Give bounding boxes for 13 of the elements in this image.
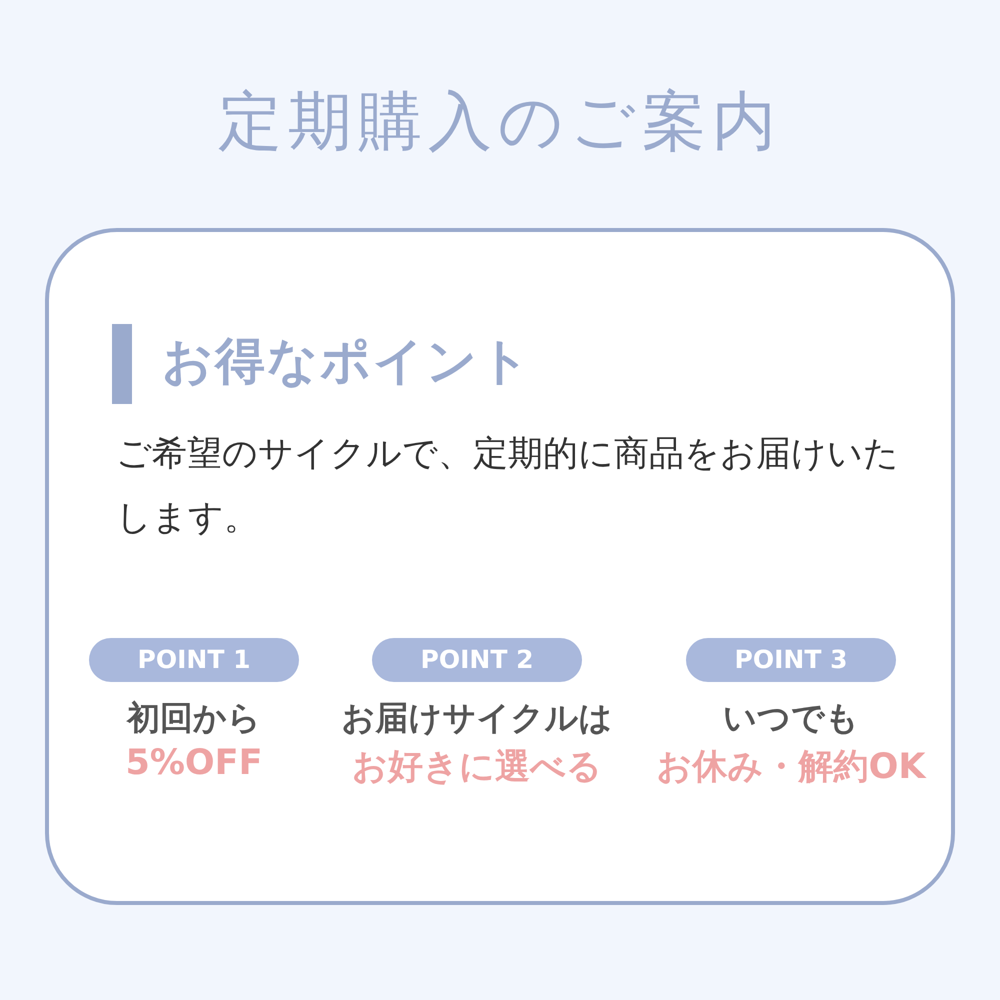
point-badge: POINT 1 bbox=[89, 638, 299, 682]
point-caption: お届けサイクルは bbox=[340, 697, 614, 739]
point-highlight: お休み・解約OK bbox=[656, 746, 928, 789]
point-caption: いつでも bbox=[722, 697, 860, 739]
page-title: 定期購入のご案内 bbox=[217, 84, 783, 161]
point-caption: 初回から bbox=[125, 697, 262, 739]
section-heading: お得なポイント bbox=[162, 331, 532, 392]
point-highlight: 5%OFF bbox=[124, 743, 264, 783]
card-panel bbox=[45, 228, 955, 905]
point-highlight: お好きに選べる bbox=[351, 746, 603, 789]
description-text: ご希望のサイクルで、定期的に商品をお届けいたします。 bbox=[116, 433, 900, 540]
point-badge: POINT 2 bbox=[372, 638, 582, 682]
point-badge: POINT 3 bbox=[686, 638, 896, 682]
